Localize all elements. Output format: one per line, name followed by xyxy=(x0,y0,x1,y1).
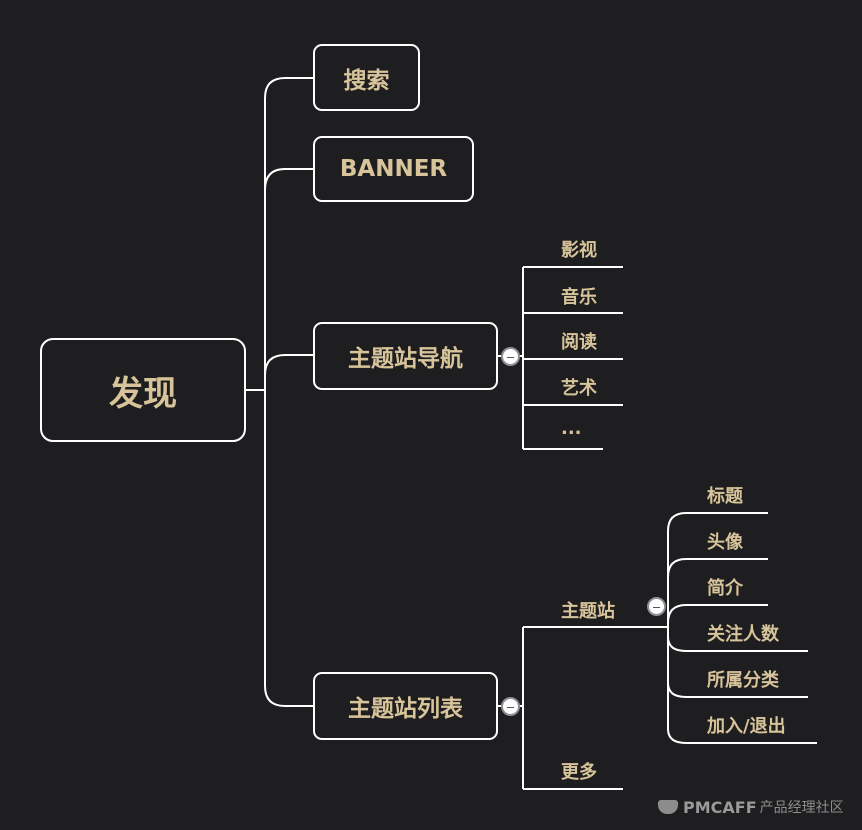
nav-item-reading[interactable]: 阅读 xyxy=(561,332,597,353)
list-item-more[interactable]: 更多 xyxy=(561,762,597,783)
node-banner[interactable]: BANNER xyxy=(313,136,474,202)
watermark-logo: PMCAFF xyxy=(683,797,757,817)
site-item-title[interactable]: 标题 xyxy=(707,486,743,507)
connector-topic-nav xyxy=(264,354,313,376)
nav-item-film[interactable]: 影视 xyxy=(561,240,597,261)
list-item-topic-site[interactable]: 主题站 xyxy=(561,601,615,622)
coffee-cup-icon xyxy=(658,800,678,814)
site-item-intro[interactable]: 简介 xyxy=(707,578,743,599)
collapse-toggle-topic-nav[interactable] xyxy=(501,347,520,366)
connector-site-1 xyxy=(667,512,768,627)
site-item-avatar[interactable]: 头像 xyxy=(707,532,743,553)
watermark-text: 产品经理社区 xyxy=(759,800,844,816)
collapse-toggle-topic-site[interactable] xyxy=(647,597,666,616)
nav-item-art[interactable]: 艺术 xyxy=(561,378,597,399)
connector-search xyxy=(264,77,313,390)
nav-item-music[interactable]: 音乐 xyxy=(561,287,597,308)
watermark: PMCAFF 产品经理社区 xyxy=(658,797,844,817)
nav-item-more[interactable]: ... xyxy=(561,418,582,439)
node-search[interactable]: 搜索 xyxy=(313,44,420,111)
connector-topic-list xyxy=(264,390,313,707)
root-node[interactable]: 发现 xyxy=(40,338,246,442)
site-item-category[interactable]: 所属分类 xyxy=(707,670,779,691)
connector-banner xyxy=(264,168,313,191)
node-topic-nav[interactable]: 主题站导航 xyxy=(313,322,498,390)
collapse-toggle-topic-list[interactable] xyxy=(501,697,520,716)
site-item-followers[interactable]: 关注人数 xyxy=(707,624,779,645)
connector-site-6 xyxy=(667,683,817,744)
site-item-join-leave[interactable]: 加入/退出 xyxy=(707,716,786,737)
node-topic-list[interactable]: 主题站列表 xyxy=(313,672,498,740)
connector-site-3 xyxy=(667,604,768,624)
connector-site-2 xyxy=(667,558,768,578)
